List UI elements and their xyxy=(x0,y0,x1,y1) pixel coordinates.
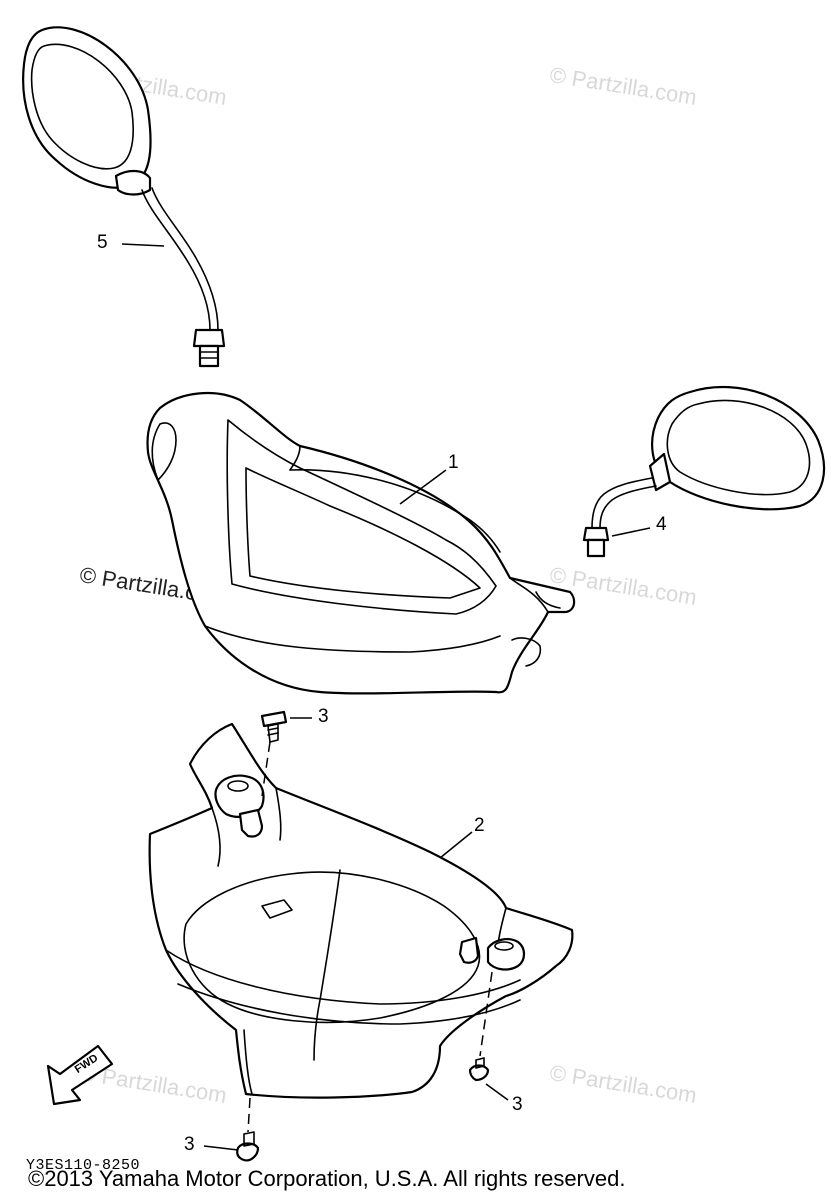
lower-handlebar-cover[interactable] xyxy=(148,722,574,1099)
callout-5: 5 xyxy=(97,232,108,253)
screw-lower-right[interactable] xyxy=(468,1057,490,1082)
callout-3: 3 xyxy=(318,706,329,727)
diagram-code: Y3ES110-8250 xyxy=(26,1157,141,1174)
callout-3: 3 xyxy=(512,1094,523,1115)
right-mirror[interactable] xyxy=(582,385,826,558)
copyright-notice: ©2013 Yamaha Motor Corporation, U.S.A. A… xyxy=(28,1166,626,1191)
left-mirror[interactable] xyxy=(22,26,226,368)
callout-4: 4 xyxy=(656,514,667,535)
callout-1: 1 xyxy=(448,452,459,473)
callout-3: 3 xyxy=(184,1134,195,1155)
screw-lower-left[interactable] xyxy=(236,1131,260,1162)
screw-upper[interactable] xyxy=(260,710,288,743)
upper-handlebar-cover[interactable] xyxy=(146,391,576,695)
fwd-arrow-icon xyxy=(46,1044,114,1106)
callout-2: 2 xyxy=(474,815,485,836)
